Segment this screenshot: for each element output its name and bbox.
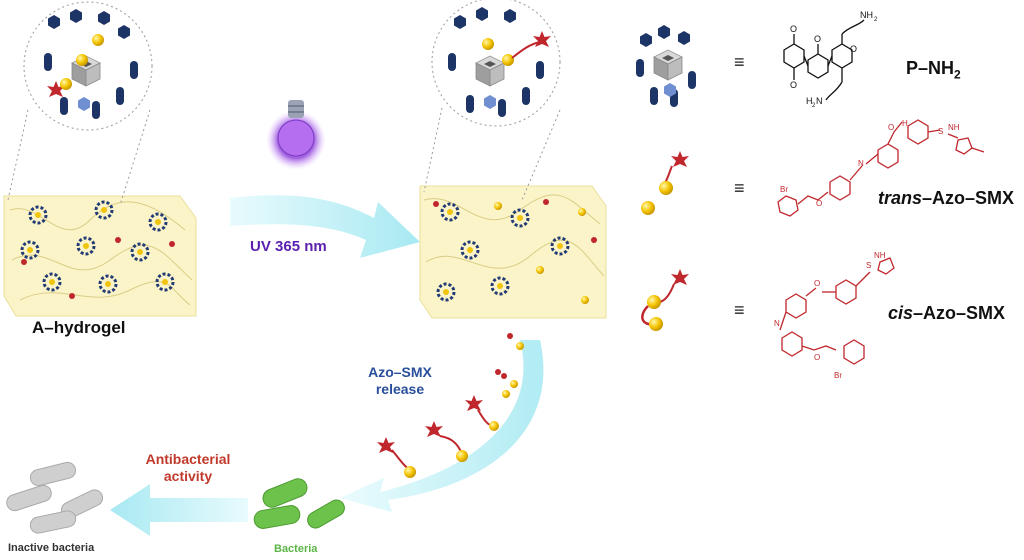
flow-arrow-uv xyxy=(230,195,420,258)
zoom-inset-middle xyxy=(423,0,561,201)
legend-pillararene-icon xyxy=(636,25,696,107)
flow-arrow-antibacterial xyxy=(110,484,248,536)
trans-azo-smx-label: trans–Azo–SMX xyxy=(878,188,1014,209)
p-nh2-label-main: P–NH xyxy=(906,58,955,78)
atom-o1: O xyxy=(790,24,797,34)
bacteria-label: Bacteria xyxy=(274,543,318,555)
trans-azo-smx-atoms: Br O N O H S NH xyxy=(780,119,960,208)
antibacterial-label-line2: activity xyxy=(163,468,213,484)
release-label: Azo–SMX release xyxy=(360,364,440,398)
antibacterial-label-line1: Antibacterial xyxy=(145,451,231,467)
hydrogel-label: A–hydrogel xyxy=(32,318,126,337)
bacteria-icon xyxy=(253,478,345,529)
atom-s-cis: S xyxy=(866,261,871,270)
atom-nh2-top-sub: 2 xyxy=(874,17,878,23)
atom-o3: O xyxy=(790,80,797,90)
atom-o-trans: O xyxy=(816,199,822,208)
azo-smx-released xyxy=(377,333,524,478)
cis-prefix: cis xyxy=(888,303,914,323)
cis-azo-smx-atoms: N O S NH O Br xyxy=(774,251,886,380)
legend-cis-azo-icon xyxy=(641,269,689,331)
atom-h2n-bottom: H xyxy=(806,96,813,106)
cis-azo-smx-label: cis–Azo–SMX xyxy=(888,303,1005,324)
p-nh2-structure xyxy=(783,19,865,101)
trans-suffix: –Azo–SMX xyxy=(922,188,1015,208)
hydrogel-block-middle xyxy=(419,185,607,319)
atom-n-cis: N xyxy=(774,319,780,328)
p-nh2-atoms: O O O O NH 2 H 2 N xyxy=(790,10,878,109)
atom-h2n-bottom-sub: 2 xyxy=(812,103,816,109)
zoom-inset-left xyxy=(7,1,153,206)
atom-h2n-bottom-n: N xyxy=(816,96,823,106)
equiv-symbol-3: ≡ xyxy=(734,300,745,320)
atom-o2-cis: O xyxy=(814,353,820,362)
inactive-bacteria-icon xyxy=(6,461,104,534)
atom-s-trans: S xyxy=(938,127,943,136)
hydrogel-block-left xyxy=(3,195,197,317)
atom-br-trans: Br xyxy=(780,185,788,194)
atom-o2-trans: O xyxy=(888,123,894,132)
atom-nh-cis: NH xyxy=(874,251,886,260)
legend-trans-azo-icon xyxy=(641,151,689,215)
atom-nh2-top: NH xyxy=(860,10,873,20)
p-nh2-label-sub: 2 xyxy=(954,67,961,82)
release-label-line2: release xyxy=(375,381,425,397)
p-nh2-label: P–NH2 xyxy=(906,58,961,82)
atom-o-cis: O xyxy=(814,279,820,288)
cis-suffix: –Azo–SMX xyxy=(913,303,1006,323)
uv-wavelength-label: UV 365 nm xyxy=(250,238,327,255)
inactive-bacteria-label: Inactive bacteria xyxy=(8,542,95,554)
atom-nh-trans: NH xyxy=(948,123,960,132)
cis-azo-smx-structure xyxy=(779,257,895,365)
pillararene-icon xyxy=(44,9,138,119)
atom-h-trans: H xyxy=(902,119,908,128)
atom-n-trans: N xyxy=(858,159,864,168)
trans-azo-smx-structure xyxy=(777,119,985,217)
atom-o4: O xyxy=(850,44,857,54)
flow-arrow-release xyxy=(340,340,544,512)
light-bulb-icon xyxy=(266,100,326,170)
atom-br-cis: Br xyxy=(834,371,842,380)
equiv-symbol-1: ≡ xyxy=(734,52,745,72)
atom-o2: O xyxy=(814,34,821,44)
antibacterial-label: Antibacterial activity xyxy=(132,451,244,485)
trans-prefix: trans xyxy=(878,188,923,208)
equiv-symbol-2: ≡ xyxy=(734,178,745,198)
release-label-line1: Azo–SMX xyxy=(368,364,432,380)
